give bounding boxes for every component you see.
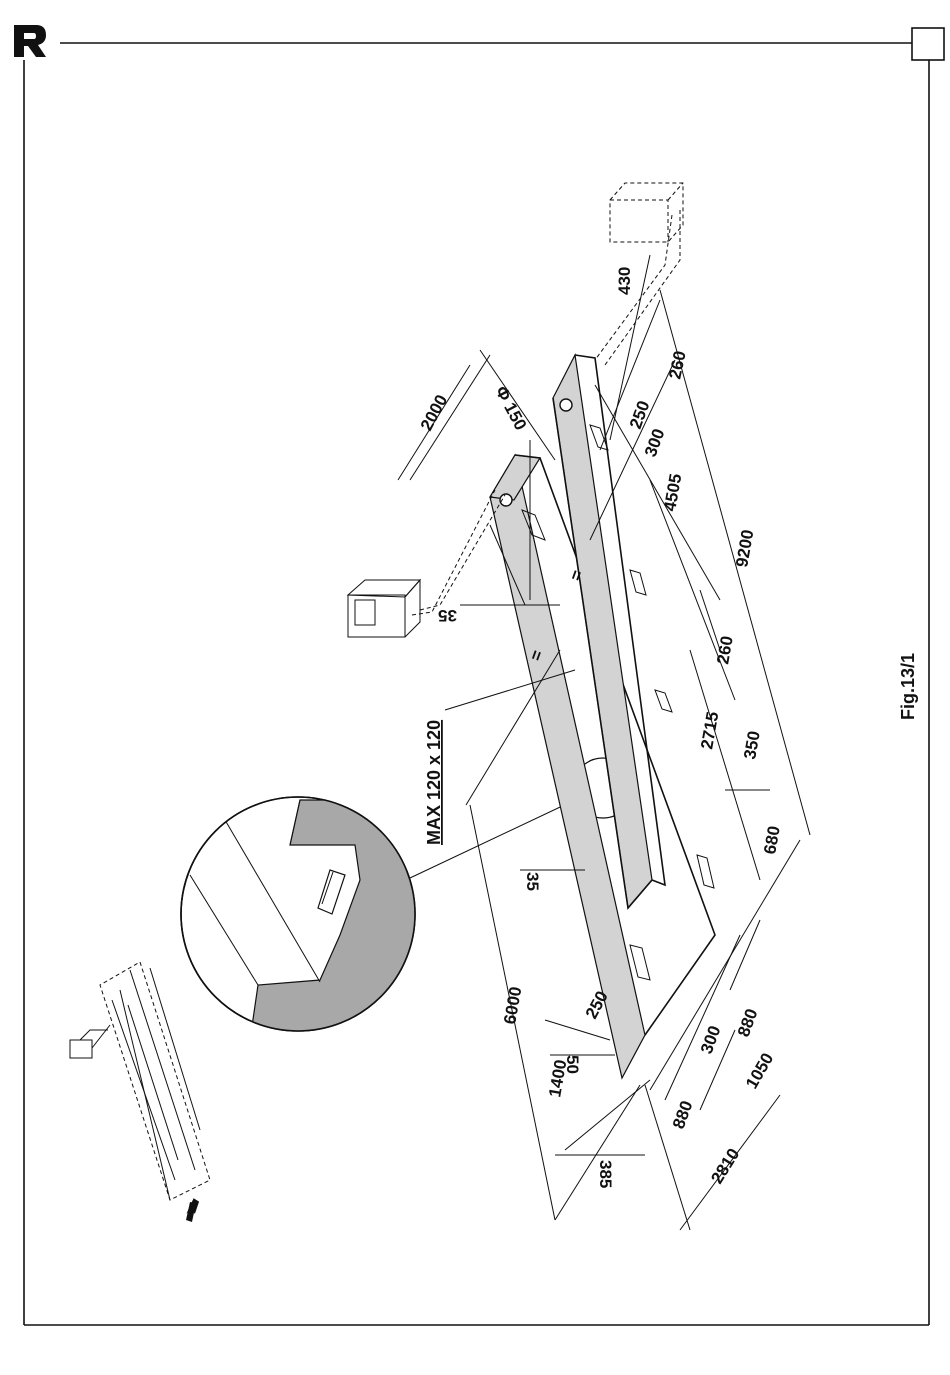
note-max-size: MAX 120 x 120 [424, 720, 444, 845]
dim-300-left: 300 [697, 1023, 725, 1056]
brand-logo-icon [14, 25, 46, 57]
dim-6000: 6000 [500, 985, 525, 1026]
dim-1400: 1400 [545, 1058, 570, 1099]
dim-260-mid: 260 [713, 634, 737, 665]
page-frame [24, 28, 944, 1325]
dim-35-top: 35 [438, 606, 457, 625]
dim-35-mid: 35 [523, 872, 542, 891]
dim-1050: 1050 [742, 1050, 777, 1092]
dim-4505: 4505 [660, 472, 685, 513]
dim-430: 430 [615, 267, 634, 295]
dim-880-upper: 880 [734, 1006, 762, 1039]
control-box-left [348, 490, 505, 637]
dim-9200: 9200 [732, 528, 757, 569]
control-box-right [595, 183, 683, 365]
figure-label: Fig.13/1 [898, 653, 918, 720]
dim-680: 680 [760, 824, 784, 855]
dim-diameter-150: Φ 150 [491, 383, 530, 433]
dim-880-lower: 880 [669, 1098, 697, 1131]
arrow-icon [181, 1193, 203, 1222]
dim-250-right: 250 [626, 398, 654, 431]
dim-385: 385 [596, 1160, 615, 1188]
dimension-labels: 2000 Φ 150 430 260 250 300 4505 9200 35 … [417, 267, 784, 1189]
dim-300-right: 300 [641, 426, 669, 459]
corner-box [912, 28, 944, 60]
dim-2000: 2000 [417, 392, 452, 434]
dim-350: 350 [740, 729, 764, 760]
overview-sketch [70, 962, 210, 1222]
dim-260-right: 260 [665, 349, 689, 381]
